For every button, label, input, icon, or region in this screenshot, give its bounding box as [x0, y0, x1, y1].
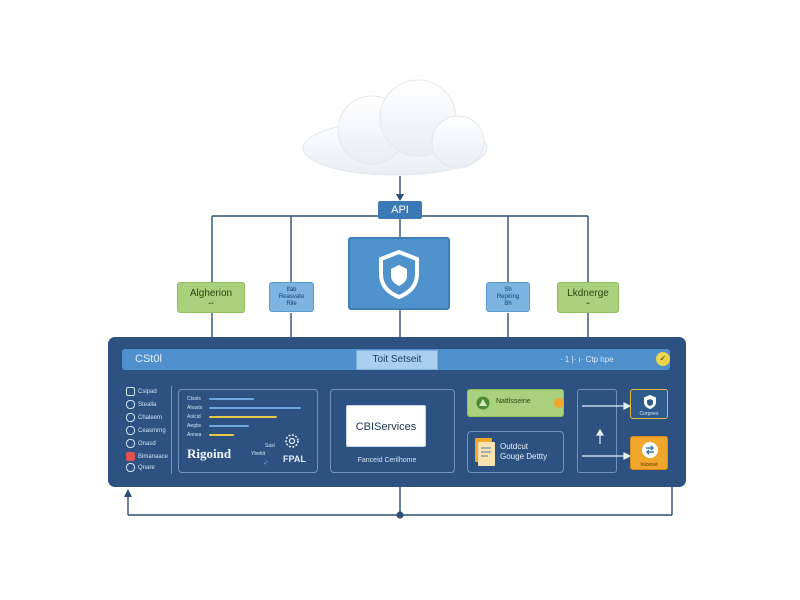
metrics-headline: Rigoind — [187, 446, 232, 461]
metric-label: Ctsols — [187, 396, 201, 402]
gear-icon — [285, 434, 299, 448]
sidebar-item-0[interactable]: Csipad — [126, 386, 157, 398]
metric-bar — [209, 398, 254, 400]
sidebar-item-3[interactable]: Ceasmrng — [126, 425, 166, 437]
node-title: Lkdnerge — [567, 288, 609, 299]
status-badge: ✓ — [656, 352, 670, 366]
metric-label: Aegbs — [187, 423, 202, 429]
alert-icon — [126, 451, 135, 461]
output-card[interactable]: Outdcut Gouge Dettty — [467, 431, 564, 473]
sidebar-item-label: Bimanaace — [138, 454, 169, 460]
services-card — [330, 389, 455, 473]
metric-value: FPAL — [283, 454, 306, 464]
metric-label: Aolcid — [187, 414, 201, 420]
node-line-2: Repiring — [496, 294, 520, 300]
dashboard-icon — [126, 386, 135, 396]
sidebar-item-5[interactable]: Bimanaace — [126, 451, 168, 463]
output-line-2: Gouge Dettty — [500, 452, 548, 461]
metric-label: Annea — [187, 432, 202, 438]
shield-icon — [644, 395, 656, 409]
node-line-3: Bh — [504, 301, 512, 307]
node-right-blue[interactable]: Sh Repiring Bh — [486, 282, 530, 312]
node-left-blue[interactable]: Ifab Reasvate Rile — [269, 282, 314, 312]
search-field[interactable]: Toit Setseit — [356, 350, 438, 370]
sidebar-item-2[interactable]: Chaleem — [126, 412, 162, 424]
gear-icon — [126, 399, 135, 409]
node-subtitle-icon: ••• — [208, 301, 214, 307]
security-gateway-node[interactable] — [348, 237, 450, 310]
service-sublabel: Fanceid Cerilhome — [357, 457, 417, 464]
metric-bar — [209, 416, 277, 418]
node-left-green[interactable]: Algherion ••• — [177, 282, 245, 313]
node-line-3: Rile — [286, 301, 297, 307]
node-right-green[interactable]: Lkdnerge •• — [557, 282, 619, 313]
shield-icon — [379, 249, 419, 299]
node-line-2: Reasvate — [278, 294, 305, 300]
sidebar-item-label: Chaleem — [138, 415, 163, 421]
settings-icon — [126, 462, 135, 472]
secure-tile[interactable]: Corpnex — [630, 389, 668, 419]
panel-title: CSt0l — [135, 353, 162, 365]
sidebar-item-label: Stealla — [138, 402, 157, 408]
node-title: Algherion — [189, 288, 233, 299]
exchange-tile[interactable]: Inicecet — [630, 436, 668, 470]
sidebar-item-1[interactable]: Stealla — [126, 399, 156, 411]
sidebar-item-6[interactable]: Qnare — [126, 462, 155, 474]
settings-icon — [126, 425, 135, 435]
sidebar-item-label: Csipad — [138, 389, 157, 395]
sidebar-item-4[interactable]: Onasd — [126, 438, 156, 450]
metric-label: Ahasts — [187, 405, 203, 411]
routing-arrows — [582, 402, 632, 460]
settings-icon — [126, 438, 135, 448]
sidebar-item-label: Qnare — [138, 465, 155, 471]
notification-card[interactable]: Nattlsseine — [467, 389, 564, 417]
metric-bar — [209, 425, 249, 427]
output-line-1: Outdcut — [500, 442, 529, 451]
tile-label: Corpnex — [639, 411, 659, 417]
document-icon — [475, 438, 495, 466]
notification-label: Nattlsseine — [496, 398, 531, 405]
cloud-icon — [302, 79, 488, 176]
warning-icon — [476, 396, 490, 410]
alert-dot-icon — [554, 398, 564, 408]
node-line-1: Sh — [504, 287, 512, 293]
node-line-1: Ifab — [286, 287, 297, 293]
check-icon: ✓ — [263, 460, 269, 467]
metric-small-1: Sasl — [265, 443, 275, 449]
api-badge[interactable]: API — [378, 201, 422, 219]
exchange-icon — [642, 442, 658, 458]
header-right-text: · 1 |· ı· Ctp hpe — [560, 355, 614, 364]
metric-bar — [209, 434, 234, 436]
user-icon — [126, 412, 135, 422]
service-box[interactable]: CBIServices — [346, 405, 426, 447]
sidebar-divider — [171, 386, 172, 474]
sidebar-item-label: Onasd — [138, 441, 156, 447]
metric-small-2: Ybettit — [251, 451, 266, 457]
sidebar-item-label: Ceasmrng — [138, 428, 166, 434]
metric-bar — [209, 407, 301, 409]
tile-label: Inicecet — [640, 462, 658, 468]
routing-box — [577, 389, 617, 473]
node-subtitle-icon: •• — [586, 301, 590, 307]
metrics-card: Ctsols Ahasts Aolcid Aegbs Annea Rigoind… — [178, 389, 318, 473]
output-text: Outdcut Gouge Dettty — [500, 442, 547, 462]
